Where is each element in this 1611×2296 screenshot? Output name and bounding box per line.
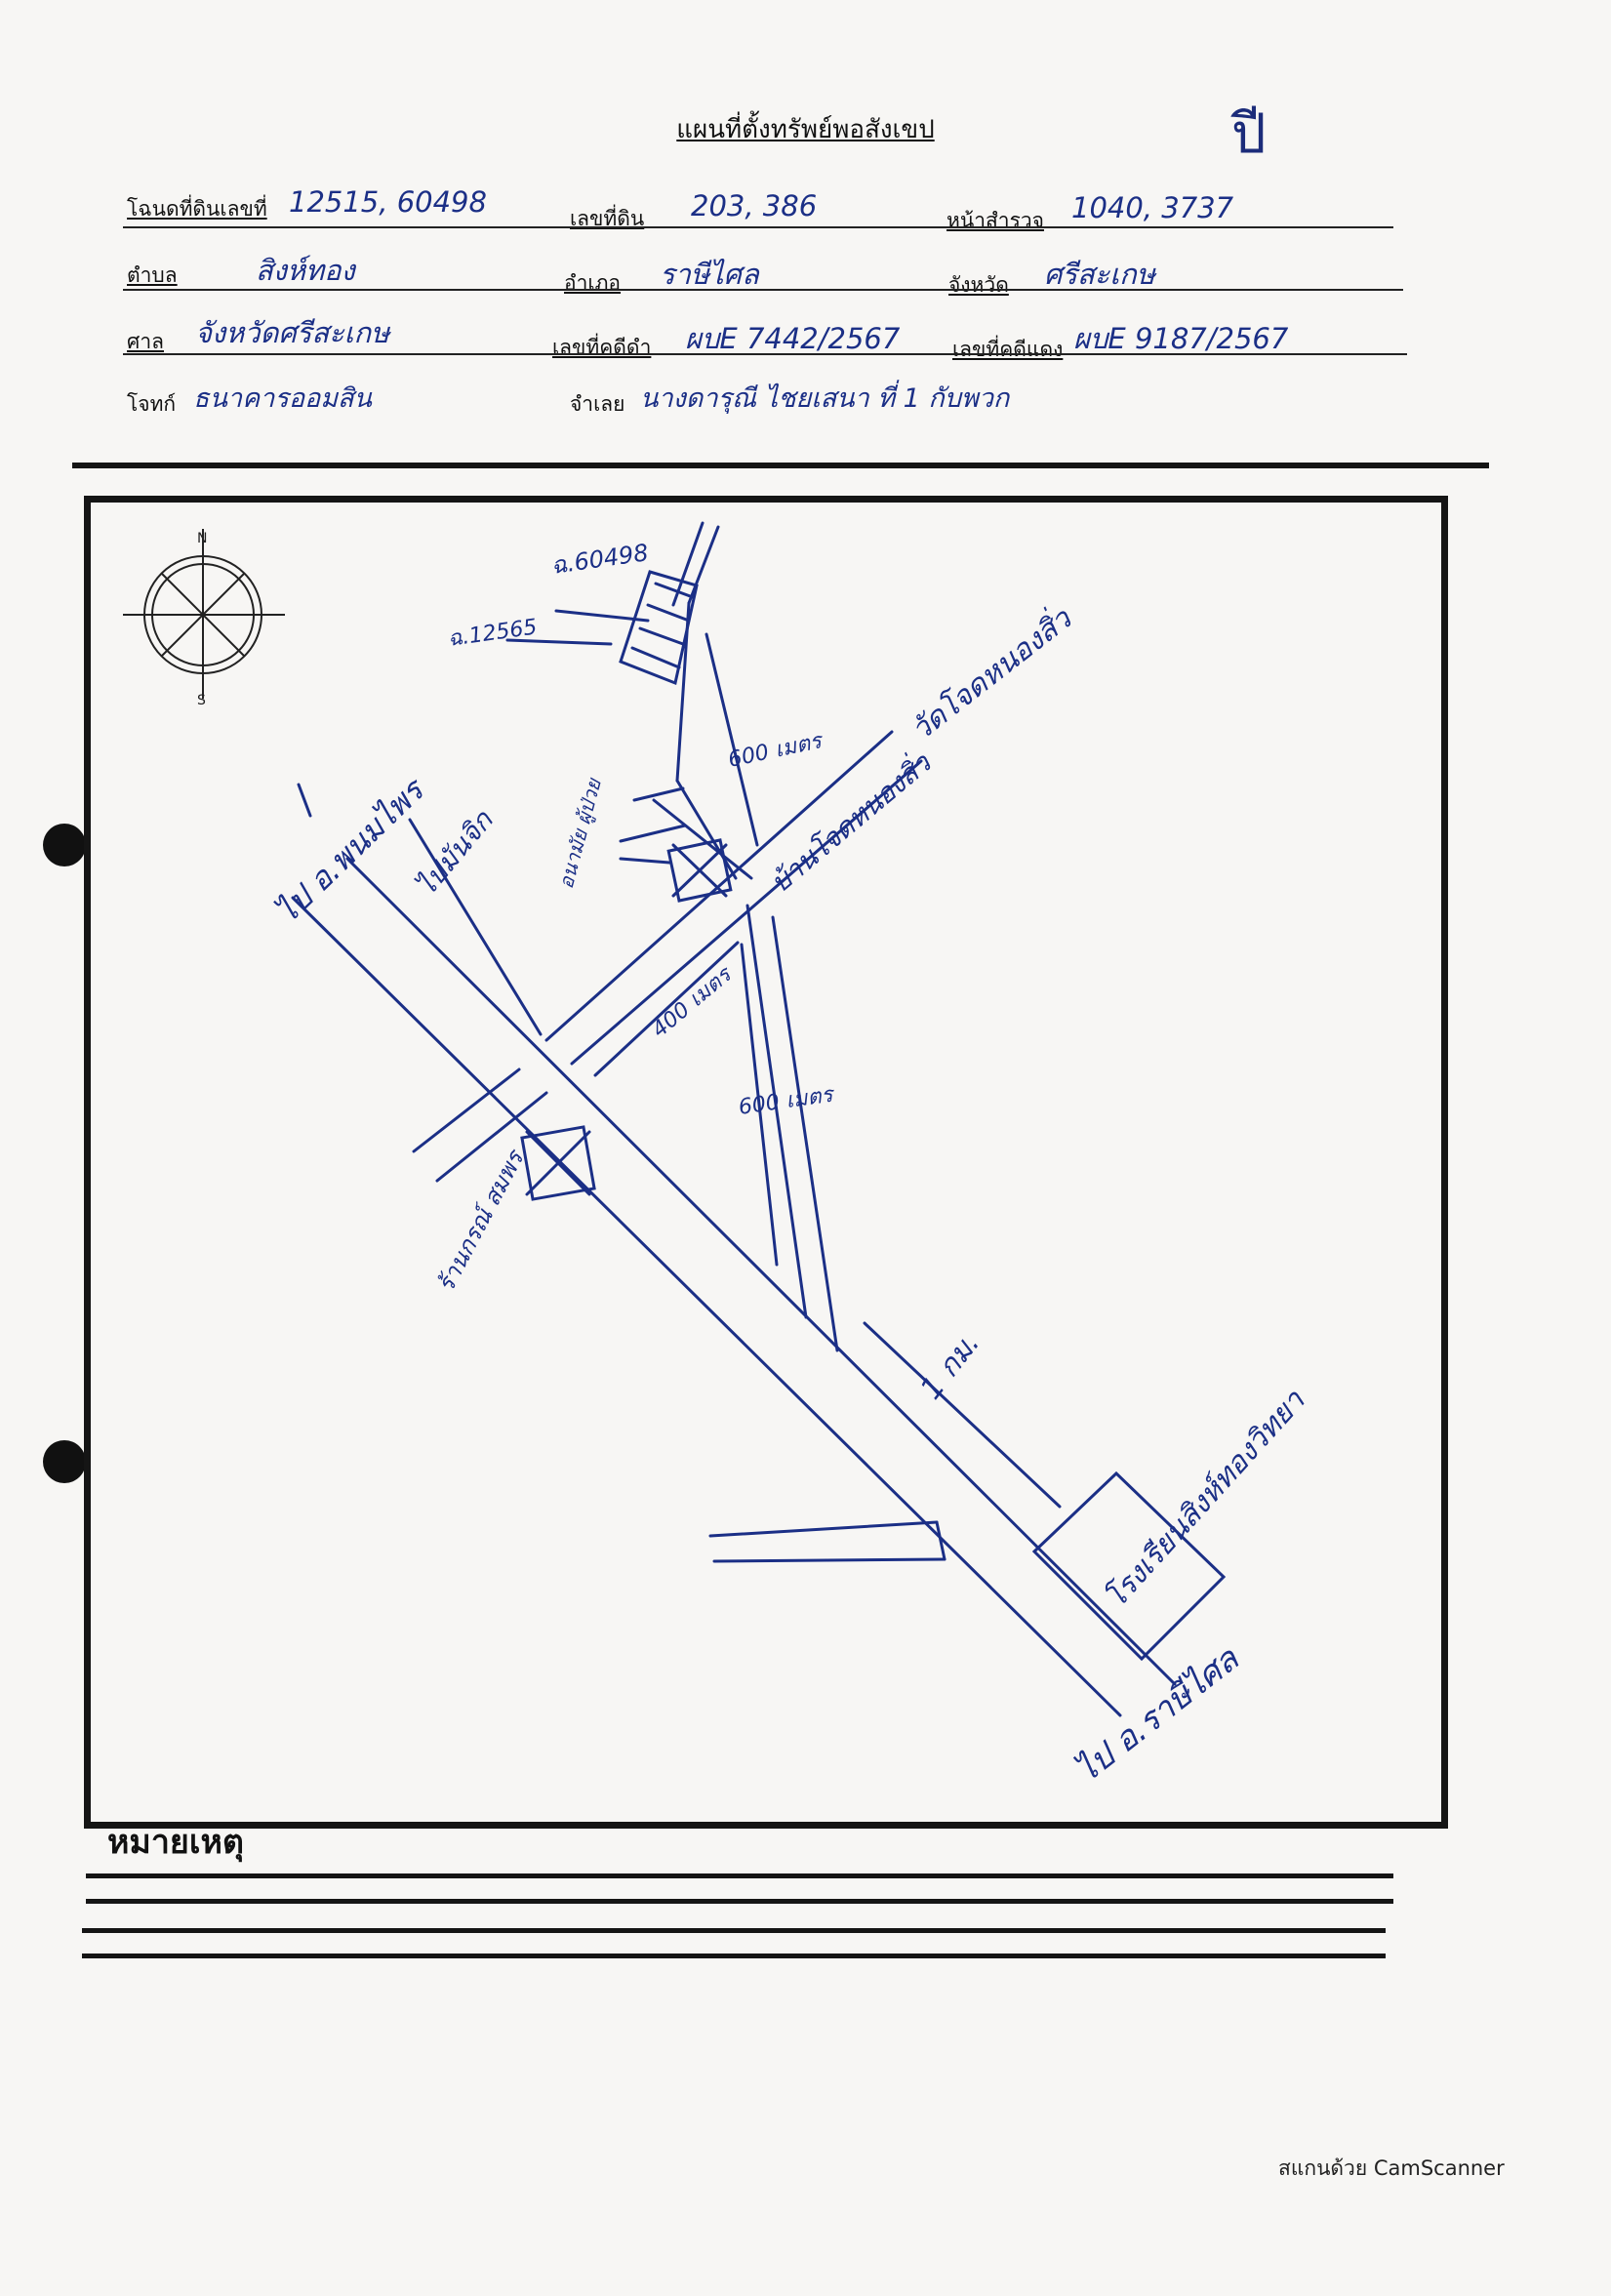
row-1-rule (123, 226, 1393, 228)
side-road-top (708, 1520, 939, 1538)
cross-road-edge-a (412, 1067, 521, 1153)
shop-box (520, 1125, 596, 1201)
distance-1km-arrow (863, 1321, 1062, 1509)
compass-rose (123, 529, 285, 699)
side-road-bottom (712, 1557, 946, 1563)
district-value: ราษีไศล (660, 258, 759, 291)
left-spur (632, 786, 685, 802)
remarks-line-4 (82, 1954, 1386, 1958)
remarks-line-3 (82, 1928, 1386, 1933)
cross-road-edge-b (435, 1091, 548, 1183)
shop-nw-label: ไปมันจิก (410, 803, 501, 903)
parcel-1-arrow (554, 609, 650, 623)
page-number: ปี (1231, 102, 1267, 166)
binder-hole-bottom (43, 1440, 86, 1483)
school-box (1031, 1470, 1227, 1662)
defendant-value: นางดารุณี ไชยเสนา ที่ 1 กับพวก (640, 383, 1010, 414)
shop-cross (525, 1130, 591, 1196)
red-case-value: ผบE 9187/2567 (1073, 322, 1289, 355)
south-branch-edge-b (771, 915, 839, 1352)
parcel-hatch (654, 582, 695, 599)
parcel-2-arrow (505, 638, 613, 646)
main-road-edge-a (291, 896, 1122, 1717)
left-spur-2 (619, 824, 687, 843)
road-nw-arrow (297, 783, 312, 818)
survey-label: หน้าสำรวจ (946, 209, 1044, 232)
plaintiff-value: ธนาคารออมสิน (193, 383, 372, 414)
remarks-label: หมายเหตุ (107, 1823, 244, 1862)
land-no-value: 203, 386 (691, 189, 818, 222)
health-center-label: อนามัย ผู้ป่วย (554, 775, 607, 891)
distance-1km-label: 1 กม. (914, 1326, 987, 1406)
court-value: จังหวัดศรีสะเกษ (195, 316, 390, 349)
compass-north-label: N (197, 531, 207, 546)
north-road-edge-b2 (652, 798, 753, 880)
main-road-upper-extension (408, 818, 543, 1036)
row-3-rule (123, 353, 1407, 355)
road-se-label: ไป อ.ราษีไศล (1068, 1638, 1248, 1791)
shop-label: ร้านกรณ์ สมพร (432, 1144, 531, 1297)
court-label: ศาล (127, 330, 164, 353)
remarks-line-1 (86, 1873, 1393, 1878)
camscanner-footer: สแกนด้วย CamScanner (1278, 2156, 1505, 2180)
north-road-edge-a (687, 525, 720, 605)
subdistrict-label: ตำบล (127, 263, 178, 287)
binder-hole-top (43, 824, 86, 866)
health-center-box (666, 838, 733, 903)
distance-600b-arrow (740, 943, 779, 1267)
distance-400-arrow (593, 941, 740, 1077)
survey-value: 1040, 3737 (1071, 191, 1234, 224)
deed-value: 12515, 60498 (289, 185, 487, 219)
black-case-label: เลขที่คดีดำ (552, 336, 652, 359)
remarks-line-2 (86, 1899, 1393, 1904)
main-road-edge-b (345, 857, 1177, 1686)
distance-400-label: 400 เมตร (648, 961, 739, 1043)
red-case-label: เลขที่คดีแดง (952, 338, 1064, 361)
parcel-hatch (630, 646, 681, 669)
map-frame (84, 496, 1448, 1829)
temple-road-edge-a (544, 730, 894, 1042)
distance-600b-label: 600 เมตร (737, 1082, 837, 1120)
south-branch-edge-a (745, 904, 808, 1319)
distance-600-arrow (705, 632, 759, 847)
parcel-plot (619, 570, 699, 686)
health-center-arrow (619, 857, 671, 865)
health-center-cross (671, 843, 728, 898)
compass-south-label: S (197, 693, 206, 708)
temple-road-edge-b (570, 759, 923, 1066)
parcel-hatch (646, 603, 691, 623)
compass-diag (161, 573, 245, 657)
black-case-value: ผบE 7442/2567 (685, 322, 901, 355)
district-label: อำเภอ (564, 271, 622, 295)
distance-600-label: 600 เมตร (726, 729, 826, 773)
province-label: จังหวัด (948, 273, 1009, 297)
village-label: บ้านโจดหนองสิ่ว (762, 744, 939, 900)
row-2-rule (123, 289, 1403, 291)
plaintiff-label: โจทก์ (127, 392, 177, 416)
parcel-hatch (638, 626, 685, 646)
school-label: โรงเรียนสิงห์ทองวิทยา (1098, 1383, 1312, 1616)
parcel-2-label: ฉ.12565 (446, 615, 539, 652)
side-road-end (935, 1520, 946, 1561)
parcel-1-label: ฉ.60498 (549, 539, 650, 580)
defendant-label: จำเลย (570, 392, 625, 416)
header-separator (72, 463, 1489, 468)
temple-label: วัดโจดหนองสิ่ว (903, 598, 1079, 748)
subdistrict-value: สิงห์ทอง (256, 254, 355, 287)
page-title: แผนที่ตั้งทรัพย์พอสังเขป (676, 115, 935, 144)
road-nw-label: ไป อ.พนมไพร (268, 770, 433, 931)
province-value: ศรีสะเกษ (1044, 258, 1155, 291)
deed-label: โฉนดที่ดินเลขที่ (127, 197, 267, 221)
